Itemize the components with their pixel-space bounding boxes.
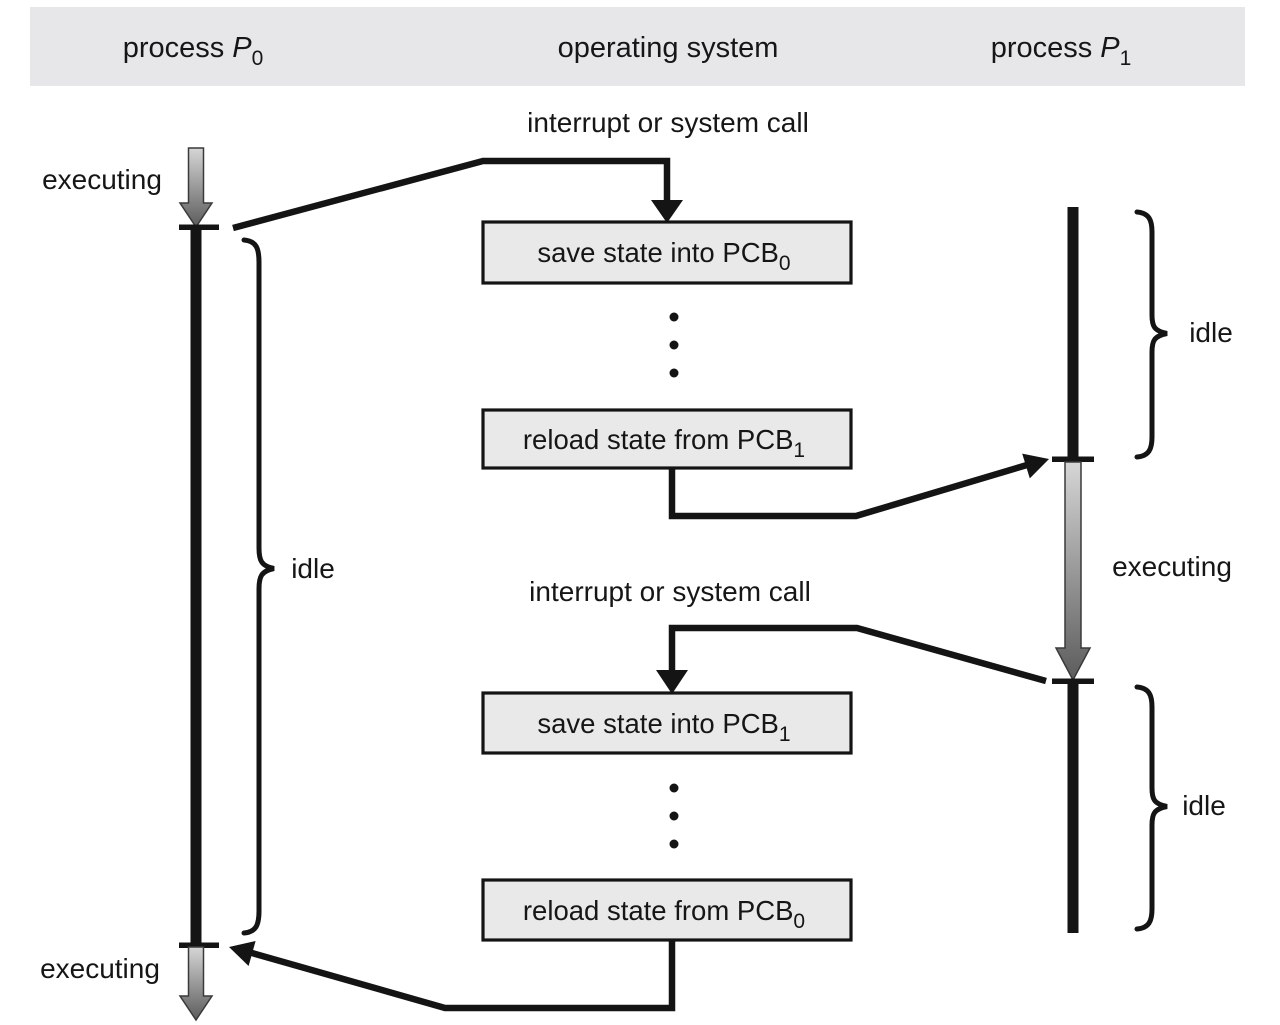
ellipsis-dot (669, 783, 679, 793)
timeline-bar-p0 (190, 228, 202, 943)
box-reload-state-pcb1-label: reload state from PCB1 (523, 424, 805, 462)
box-reload-state-pcb1 (481, 408, 853, 470)
idle-brace-p1-bottom (1134, 684, 1168, 932)
tick-p1-upper (1052, 456, 1094, 462)
idle-label-p1-top: idle (1189, 317, 1233, 348)
idle-label-p0: idle (291, 553, 335, 584)
ellipsis-dot (669, 312, 679, 322)
box-save-state-pcb1-label: save state into PCB1 (537, 708, 790, 746)
box-reload-state-pcb0-label: reload state from PCB0 (523, 895, 805, 933)
arrowhead-into-p0 (229, 941, 256, 966)
ellipsis-dot (669, 368, 679, 378)
ellipsis-dot (669, 340, 679, 350)
idle-label-p1-bottom: idle (1182, 790, 1226, 821)
ellipsis-dot (669, 811, 679, 821)
timeline-bar-p1-top (1067, 207, 1079, 457)
executing-label-p0-bottom: executing (40, 953, 160, 984)
tick-p1-lower (1052, 678, 1094, 684)
header-band (30, 7, 1245, 86)
arrowhead-into-save0 (651, 200, 683, 223)
interrupt-label-bottom: interrupt or system call (529, 576, 811, 607)
connector-os-to-p1 (668, 461, 1028, 520)
connector-p0-to-os (232, 157, 671, 232)
ellipsis-dot (669, 839, 679, 849)
connector-os-to-p0 (251, 940, 676, 1012)
box-save-state-pcb0-label: save state into PCB0 (537, 237, 790, 275)
executing-arrow-p0-bottom (178, 946, 214, 1022)
tick-p0-bottom (179, 942, 219, 948)
box-save-state-pcb1 (481, 691, 853, 755)
box-save-state-pcb0 (481, 220, 853, 285)
executing-arrow-p0-top (178, 147, 214, 229)
idle-brace-p1-top (1134, 209, 1168, 460)
idle-brace-p0 (241, 237, 275, 936)
executing-label-p1: executing (1112, 551, 1232, 582)
header-label-operating-system: operating system (558, 32, 779, 64)
interrupt-label-top: interrupt or system call (527, 107, 809, 138)
connector-p1-to-os (668, 624, 1047, 685)
box-reload-state-pcb0 (481, 878, 853, 942)
arrowhead-into-p1 (1022, 453, 1049, 479)
executing-arrow-p1 (1054, 461, 1092, 682)
timeline-bar-p1-bottom (1067, 684, 1079, 933)
tick-p0-top (179, 224, 219, 230)
arrowhead-into-save1 (656, 670, 688, 694)
executing-label-p0-top: executing (42, 164, 162, 195)
